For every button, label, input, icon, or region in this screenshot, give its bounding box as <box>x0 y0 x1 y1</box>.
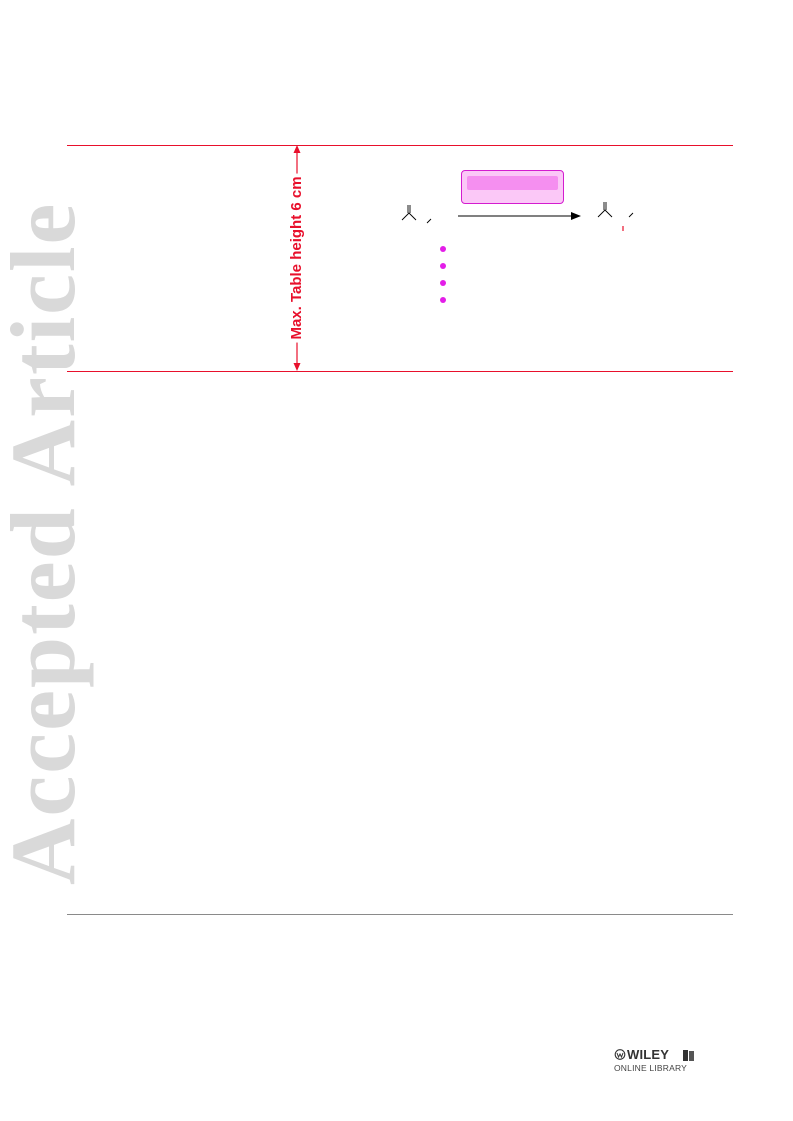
scheme-bullet <box>440 246 446 252</box>
page-content-bottom-rule <box>67 914 733 915</box>
table-top-rule <box>67 145 733 146</box>
scheme-bullet <box>440 297 446 303</box>
book-icon <box>683 1050 694 1061</box>
library-name: ONLINE LIBRARY <box>614 1063 688 1073</box>
starting-material-structure <box>401 205 432 224</box>
reaction-scheme <box>380 165 680 315</box>
reaction-drawing <box>401 202 634 231</box>
reaction-conditions-highlight <box>467 176 558 190</box>
publisher-name: WILEY <box>627 1047 670 1062</box>
scheme-bullet <box>440 263 446 269</box>
scheme-bullet <box>440 280 446 286</box>
product-structure <box>597 202 634 218</box>
reaction-conditions-box <box>461 170 564 204</box>
wiley-online-library-logo: WILEY ONLINE LIBRARY <box>614 1048 694 1076</box>
wiley-crest-icon <box>614 1049 626 1060</box>
table-height-label: Max. Table height 6 cm <box>288 173 306 343</box>
reaction-arrow <box>458 212 581 220</box>
watermark-text: Accepted Article <box>0 202 94 885</box>
table-bottom-rule <box>67 371 733 372</box>
